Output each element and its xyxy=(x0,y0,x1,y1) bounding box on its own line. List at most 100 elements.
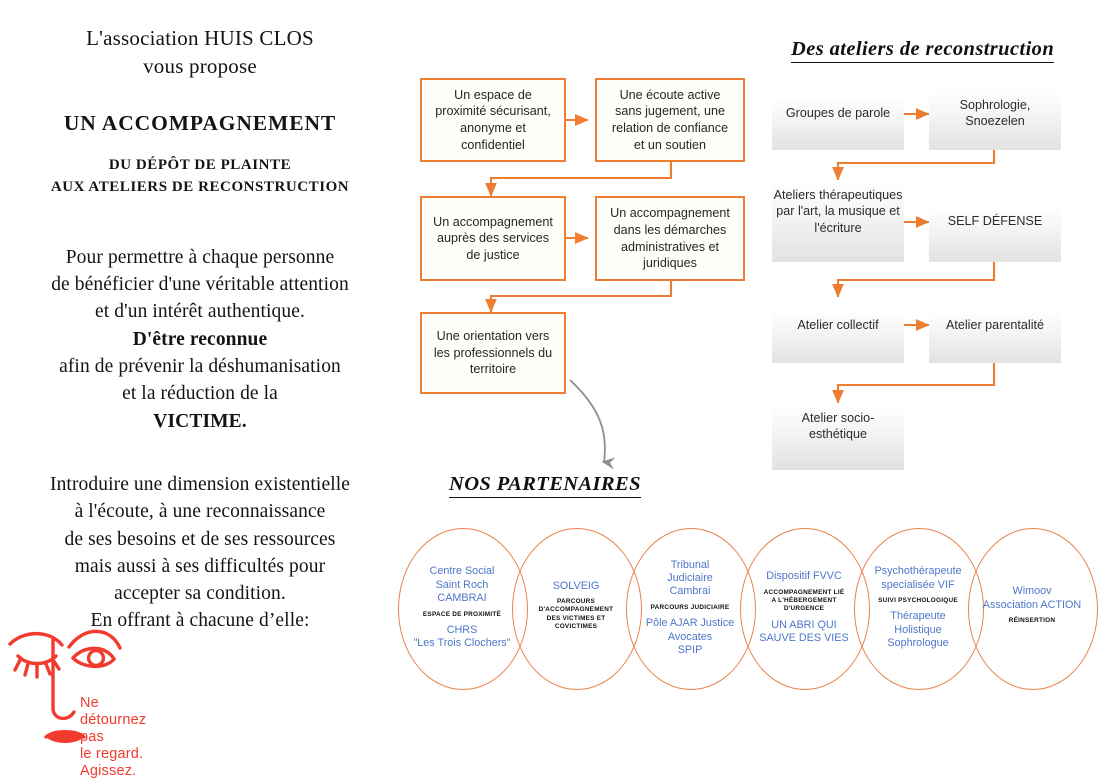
logo-tagline-line-1: Ne xyxy=(80,695,99,711)
flow-box-line: relation de confiance xyxy=(611,121,729,135)
workshop-box-line: Atelier collectif xyxy=(797,318,879,332)
flow-box-line: Une orientation vers xyxy=(436,329,550,344)
flow-box-line: territoire xyxy=(469,362,517,377)
partner-main-line: Dispositif FVVC xyxy=(766,570,842,583)
partner-sub: RÉINSERTION xyxy=(1009,617,1055,625)
partner-alt-line: SAUVE DES VIES xyxy=(759,632,849,645)
partner-sub: PARCOURS D'ACCOMPAGNEMENT DES VICTIMES E… xyxy=(539,598,614,631)
partner-sub-line: PARCOURS JUDICIAIRE xyxy=(650,603,730,611)
paragraph-mission-line-2: de bénéficier d'une véritable attention xyxy=(51,274,349,296)
flow-box-line: anonyme et xyxy=(460,121,526,135)
partner-sub: PARCOURS JUDICIAIRE xyxy=(651,604,730,612)
partner-main: Wimoov Association ACTION xyxy=(983,585,1081,612)
workshop-box-sophrologie-snoezelen: Sophrologie, Snoezelen xyxy=(929,90,1061,150)
paragraph-mission-line-4: D'être reconnue xyxy=(132,328,268,350)
partner-alt: Thérapeute Holistique Sophrologue xyxy=(887,610,948,650)
partner-main-line: SOLVEIG xyxy=(552,579,600,592)
flow-box-line: les professionnels du xyxy=(433,345,553,360)
flow-box-line: Un accompagnement xyxy=(433,214,553,229)
partner-sub: ACCOMPAGNEMENT LIÉ A L'HÉBERGEMENT D'URG… xyxy=(764,589,845,614)
flow-box-ecoute-active: Une écoute active sans jugement, une rel… xyxy=(595,78,745,162)
partner-main-line: Cambrai xyxy=(669,585,711,598)
face-with-one-closed-eye-icon xyxy=(8,629,122,743)
workshop-box-line: Groupes de parole xyxy=(785,106,891,120)
workshop-box-line: l'art, la musique et xyxy=(797,204,900,219)
subtitle-line-1: DU DÉPÔT DE PLAINTE xyxy=(108,157,292,174)
workshop-box-line: thérapeutiques par xyxy=(776,188,903,219)
partner-sub-line: DES VICTIMES ET xyxy=(546,614,606,622)
paragraph-mission: Pour permettre à chaque personne de béné… xyxy=(0,244,400,435)
workshop-box-groupes-de-parole: Groupes de parole xyxy=(772,98,904,150)
paragraph-approach: Introduire une dimension existentielle à… xyxy=(0,471,400,635)
workshop-box-atelier-socio-esthetique: Atelier socio- esthétique xyxy=(772,403,904,470)
partner-alt-line: SPIP xyxy=(677,643,703,656)
workshop-box-atelier-collectif: Atelier collectif xyxy=(772,310,904,363)
intro-block: L'association HUIS CLOS vous propose xyxy=(0,24,400,80)
partner-main-line: Psychothérapeute xyxy=(874,565,962,578)
flow-box-espace-proximite: Un espace de proximité sécurisant, anony… xyxy=(420,78,566,162)
partner-main: Tribunal Judiciaire Cambrai xyxy=(667,559,713,599)
paragraph-mission-line-7: VICTIME. xyxy=(153,410,247,432)
left-editorial-column: L'association HUIS CLOS vous propose UN … xyxy=(0,24,400,635)
partner-sub-line: ACCOMPAGNEMENT LIÉ xyxy=(763,588,845,596)
workshop-box-line: Atelier socio- xyxy=(801,411,875,425)
logo-tagline-line-5: Agissez. xyxy=(80,763,137,780)
page-title: UN ACCOMPAGNEMENT xyxy=(63,111,337,136)
flow-box-line: administratives et xyxy=(621,239,719,254)
partner-ring-6 xyxy=(968,528,1098,690)
workshop-box-self-defense: SELF DÉFENSE xyxy=(929,206,1061,262)
logo-tagline-line-4: le regard. xyxy=(80,746,144,763)
workshop-box-ateliers-therapeutiques: Ateliers thérapeutiques par l'art, la mu… xyxy=(772,180,904,262)
paragraph-approach-line-3: de ses besoins et de ses ressources xyxy=(64,528,336,550)
partner-sub-line: RÉINSERTION xyxy=(1008,617,1056,625)
partner-alt: Pôle AJAR Justice Avocates SPIP xyxy=(646,617,734,657)
curved-arrow-to-partners xyxy=(569,379,616,470)
workshop-box-atelier-parentalite: Atelier parentalité xyxy=(929,310,1061,363)
partner-alt-line: Holistique xyxy=(894,623,942,636)
partner-item-dispositif-fvvc: Dispositif FVVC ACCOMPAGNEMENT LIÉ A L'H… xyxy=(740,528,868,688)
workshop-box-line: esthétique xyxy=(808,427,868,442)
partner-sub-line: ESPACE DE PROXIMITÉ xyxy=(422,610,502,618)
partner-sub-line: D'ACCOMPAGNEMENT xyxy=(538,606,614,614)
partner-main-line: Association ACTION xyxy=(982,598,1082,611)
partner-item-tribunal-judiciaire-cambrai: Tribunal Judiciaire Cambrai PARCOURS JUD… xyxy=(626,528,754,688)
partner-alt: CHRS "Les Trois Clochers" xyxy=(413,624,510,651)
logo-tagline: Ne détournez pas le regard. Agissez. xyxy=(80,695,146,781)
partner-main-line: Tribunal xyxy=(670,558,710,571)
flow-box-line: proximité sécurisant, xyxy=(435,104,551,119)
flow-box-line: dans les démarches xyxy=(613,222,727,237)
paragraph-approach-line-5: accepter sa condition. xyxy=(114,583,286,605)
flow-box-demarches-administratives: Un accompagnement dans les démarches adm… xyxy=(595,196,745,281)
flow-box-line: juridiques xyxy=(643,256,697,271)
partner-alt-line: CHRS xyxy=(446,623,478,636)
paragraph-approach-line-6: En offrant à chacune d’elle: xyxy=(90,610,310,632)
workshop-box-line: Sophrologie, xyxy=(959,98,1031,112)
flow-box-line: auprès des services xyxy=(437,231,549,246)
paragraph-approach-line-2: à l'écoute, à une reconnaissance xyxy=(74,501,326,523)
workshop-box-line: Snoezelen xyxy=(965,114,1025,129)
workshop-box-line: Ateliers xyxy=(773,188,816,202)
paragraph-mission-line-5: afin de prévenir la déshumanisation xyxy=(59,356,341,378)
intro-line-2: vous propose xyxy=(143,54,257,79)
partner-main-line: Wimoov xyxy=(1012,585,1052,598)
workshop-box-line: l'écriture xyxy=(814,220,862,235)
partner-alt-line: "Les Trois Clochers" xyxy=(413,637,511,650)
partner-item-wimoov-action: Wimoov Association ACTION RÉINSERTION xyxy=(968,528,1096,688)
paragraph-approach-line-1: Introduire une dimension existentielle xyxy=(49,473,350,495)
flow-box-line: confidentiel xyxy=(461,137,525,152)
paragraph-approach-line-4: mais aussi à ses difficultés pour xyxy=(74,555,326,577)
partner-item-centre-social-saint-roch: Centre Social Saint Roch CAMBRAI ESPACE … xyxy=(398,528,526,688)
workshop-box-line: SELF DÉFENSE xyxy=(947,214,1043,228)
partner-sub-line: A L'HÉBERGEMENT xyxy=(771,597,837,605)
workshops-title: Des ateliers de reconstruction xyxy=(791,38,1055,63)
partners-diagram: Centre Social Saint Roch CAMBRAI ESPACE … xyxy=(398,528,1098,698)
logo-tagline-line-3: pas xyxy=(80,729,104,746)
paragraph-mission-line-3: et d'un intérêt authentique. xyxy=(95,301,305,323)
partner-alt-line: UN ABRI QUI xyxy=(771,618,837,631)
paragraph-mission-line-1: Pour permettre à chaque personne xyxy=(65,246,335,268)
flow-box-services-justice: Un accompagnement auprès des services de… xyxy=(420,196,566,281)
partner-main: Centre Social Saint Roch CAMBRAI xyxy=(430,565,495,605)
partner-alt: UN ABRI QUI SAUVE DES VIES xyxy=(759,619,848,646)
partner-item-solveig: SOLVEIG PARCOURS D'ACCOMPAGNEMENT DES VI… xyxy=(512,528,640,688)
